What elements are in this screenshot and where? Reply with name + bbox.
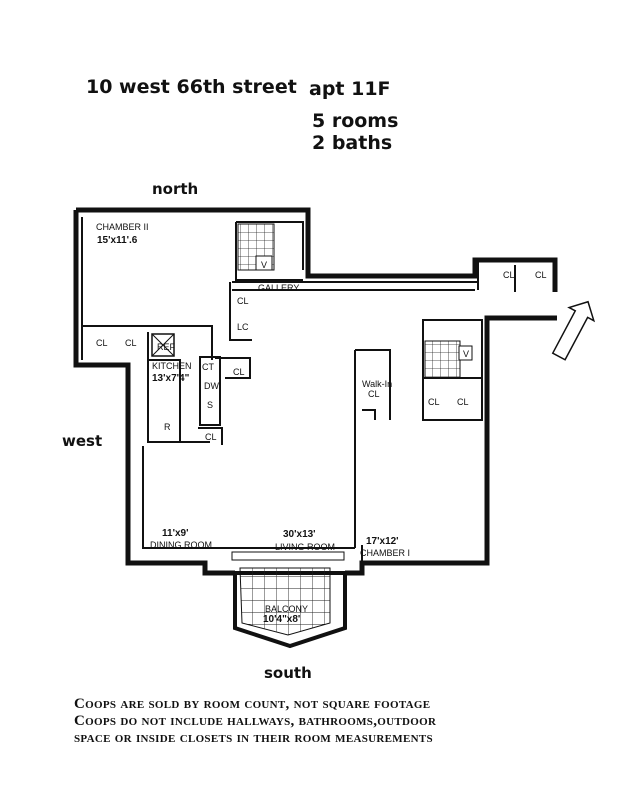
dining-dim: 11'x9' xyxy=(162,528,188,539)
balcony-door xyxy=(231,551,345,561)
note-line: space or inside closets in their room me… xyxy=(74,730,433,746)
direction-north: north xyxy=(152,180,199,198)
kitchen-label: KITCHEN xyxy=(152,361,192,371)
ct-label: CT xyxy=(202,362,214,372)
balcony-tiles xyxy=(239,567,331,636)
note-line: Coops do not include hallways, bathrooms… xyxy=(74,713,437,729)
sink-label: S xyxy=(207,400,213,410)
bathroom-east xyxy=(424,340,461,379)
exterior-walls xyxy=(73,207,558,576)
baths-text: 2 baths xyxy=(312,132,393,154)
interior-walls xyxy=(81,217,516,563)
entry-arrow-icon xyxy=(551,300,596,361)
closet-label: CL xyxy=(457,397,469,407)
fixture-labels: CL CL CL LC REF CT DW S R CL CL V V CL C… xyxy=(96,260,547,442)
closet-label: CL xyxy=(96,338,108,348)
living-label: LIVING ROOM xyxy=(275,542,335,552)
direction-south: south xyxy=(264,664,312,682)
closet-label: CL xyxy=(237,296,249,306)
closet-label: CL xyxy=(125,338,137,348)
vanity-label: V xyxy=(463,349,469,359)
note-line: Coops are sold by room count, not square… xyxy=(74,696,431,712)
closet-label: CL xyxy=(205,432,217,442)
dining-label: DINING ROOM xyxy=(150,540,212,550)
vanity-label: V xyxy=(261,260,267,270)
room-count: 5 rooms 2 baths xyxy=(312,110,398,154)
walkin-label-2: CL xyxy=(368,389,380,399)
kitchen-dim: 13'x7'4" xyxy=(152,373,190,384)
chamber1-label: CHAMBER I xyxy=(360,548,410,558)
chamber2-dim: 15'x11'.6 xyxy=(97,235,138,246)
gallery-label: GALLERY xyxy=(258,283,299,293)
range-label: R xyxy=(164,422,171,432)
ref-label: REF xyxy=(157,342,176,352)
closet-label: CL xyxy=(503,270,515,280)
closet-label: CL xyxy=(233,367,245,377)
vanity-north xyxy=(255,255,273,271)
walkin-label: Walk-In xyxy=(362,379,392,389)
chamber1-dim: 17'x12' xyxy=(366,536,399,547)
closet-label: CL xyxy=(535,270,547,280)
linen-closet-label: LC xyxy=(237,322,249,332)
address-title: 10 west 66th street xyxy=(86,76,297,98)
living-dim: 30'x13' xyxy=(283,529,316,540)
closet-label: CL xyxy=(428,397,440,407)
refrigerator xyxy=(151,333,175,357)
balcony-label: BALCONY xyxy=(265,604,308,614)
chamber2-label: CHAMBER II xyxy=(96,222,149,232)
disclaimer-note: Coops are sold by room count, not square… xyxy=(74,696,436,747)
direction-west: west xyxy=(62,432,103,450)
dw-label: DW xyxy=(204,381,219,391)
rooms-text: 5 rooms xyxy=(312,110,399,132)
apartment-number: apt 11F xyxy=(309,78,391,100)
vanity-east xyxy=(458,345,473,361)
balcony-dim: 10'4"x8' xyxy=(263,614,300,625)
